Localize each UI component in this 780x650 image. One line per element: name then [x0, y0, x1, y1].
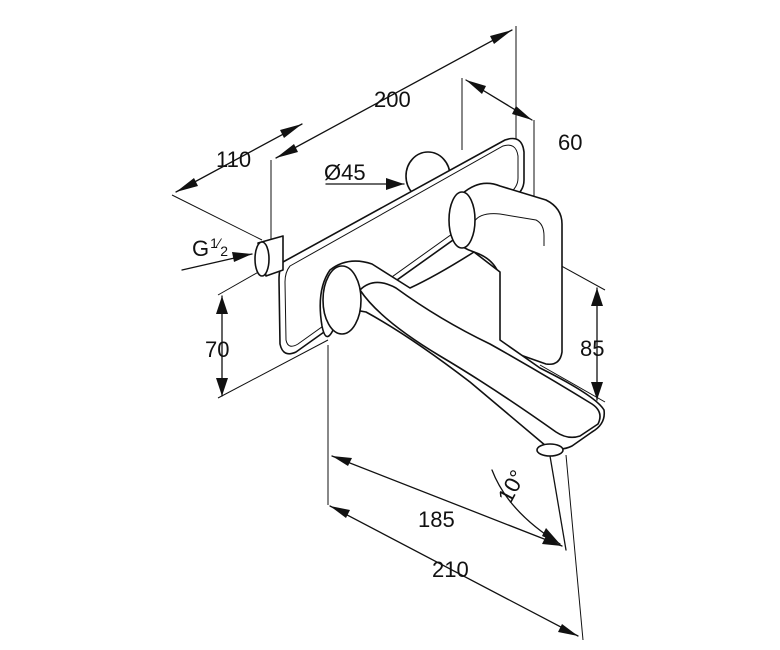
dimension-thread: G1⁄2 — [181, 235, 253, 271]
dimension-85: 85 — [580, 287, 604, 401]
dimension-diameter-45: Ø45 — [324, 160, 405, 190]
spout-body — [319, 251, 606, 457]
label-angle-10: 10° — [493, 466, 531, 507]
inlet-connection — [254, 235, 284, 277]
dimension-185: 185 — [331, 455, 563, 547]
dimension-210: 210 — [329, 505, 579, 637]
label-diameter-45: Ø45 — [324, 160, 366, 185]
dimension-70: 70 — [205, 295, 229, 397]
dimension-60: 60 — [465, 79, 582, 155]
label-60: 60 — [558, 130, 582, 155]
label-110: 110 — [216, 147, 251, 172]
dimension-200: 200 — [275, 29, 513, 159]
label-thread: G1⁄2 — [192, 235, 228, 261]
handle-lever — [448, 182, 563, 366]
label-85: 85 — [580, 336, 604, 361]
extension-lines — [171, 26, 606, 641]
dimension-angle-10: 10° — [491, 455, 567, 551]
label-200: 200 — [374, 87, 411, 112]
dimension-110: 110 — [175, 123, 303, 193]
label-210: 210 — [432, 557, 469, 582]
label-185: 185 — [418, 507, 455, 532]
label-70: 70 — [205, 337, 229, 362]
